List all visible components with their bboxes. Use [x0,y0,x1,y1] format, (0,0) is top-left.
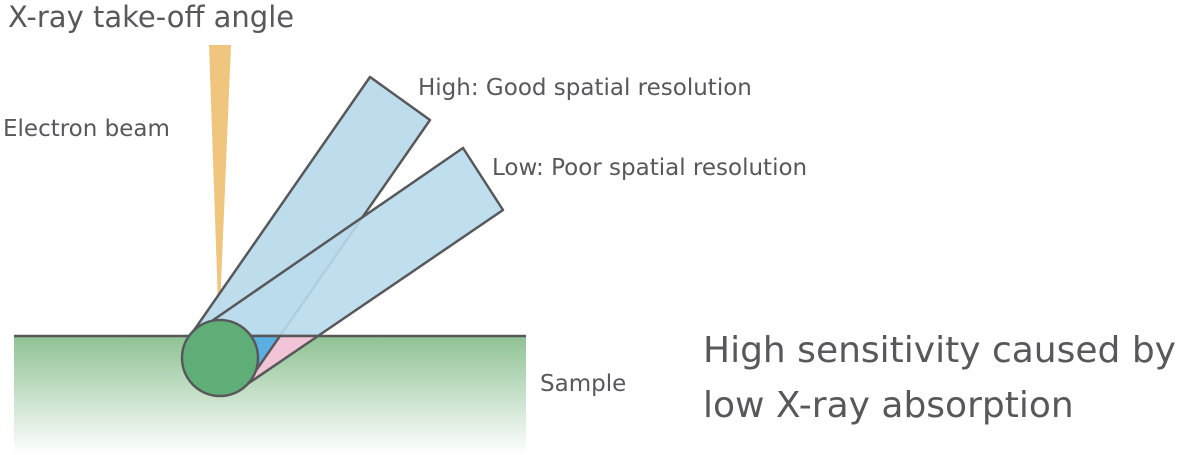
electron-beam [209,45,231,332]
low-path-lower-edge [245,334,319,387]
interaction-volume [180,318,260,398]
low-angle-label: Low: Poor spatial resolution [492,155,808,181]
conclusion-line-1: High sensitivity caused by [703,330,1176,371]
diagram-title: X-ray take-off angle [8,0,295,34]
conclusion-line-2: low X-ray absorption [703,385,1074,426]
sample-label: Sample [540,371,627,397]
electron-beam-label: Electron beam [3,116,170,142]
high-angle-label: High: Good spatial resolution [418,75,752,101]
